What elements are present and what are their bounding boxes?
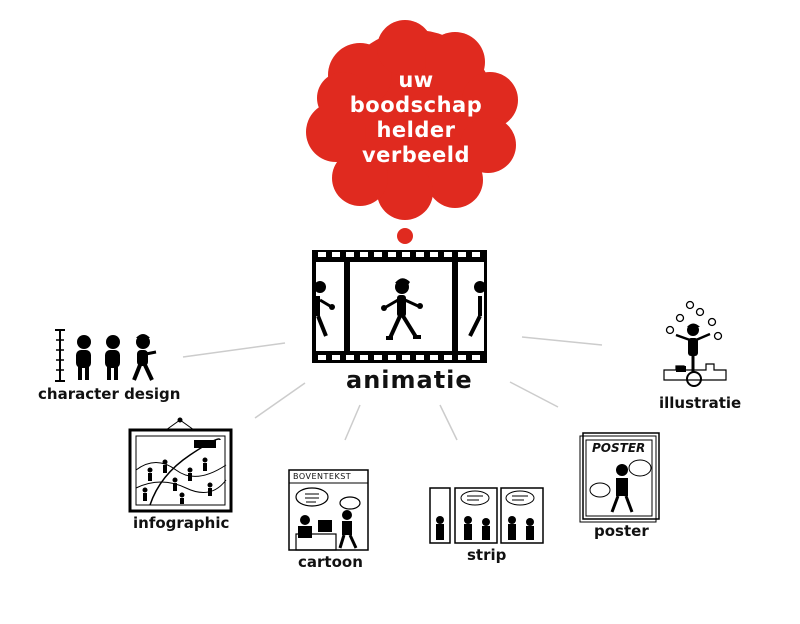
cloud-line-4: verbeeld	[361, 143, 471, 167]
connector-character-design	[182, 342, 286, 358]
cloud-message: uw boodschap helder verbeeld	[330, 68, 502, 168]
node-label-infographic[interactable]: infographic	[133, 514, 230, 532]
connector-infographic	[254, 382, 306, 419]
thought-cloud	[306, 20, 518, 244]
cloud-line-2: boodschap	[349, 93, 483, 117]
strip-icon	[429, 487, 544, 544]
cartoon-icon	[288, 469, 369, 551]
connector-cartoon	[344, 404, 361, 441]
poster-icon	[579, 432, 660, 523]
node-label-cartoon[interactable]: cartoon	[298, 553, 363, 571]
poster-title: POSTER	[592, 441, 646, 455]
cloud-line-3: helder	[376, 118, 456, 142]
node-label-strip[interactable]: strip	[467, 546, 507, 564]
connector-illustratie	[521, 336, 603, 346]
node-label-poster[interactable]: poster	[594, 522, 649, 540]
character-design-icon	[55, 329, 157, 382]
cloud-line-1: uw	[398, 68, 434, 92]
film-strip-icon	[312, 250, 487, 363]
connector-lines	[182, 336, 603, 441]
illustratie-icon	[663, 300, 727, 387]
connector-poster	[509, 381, 559, 408]
connector-strip	[439, 404, 458, 441]
node-label-character-design[interactable]: character design	[38, 385, 181, 403]
node-label-illustratie[interactable]: illustratie	[659, 394, 742, 412]
cartoon-caption: BOVENTEKST	[293, 472, 352, 481]
center-label-animatie[interactable]: animatie	[346, 366, 473, 394]
thought-bubble-small	[397, 228, 413, 244]
infographic-icon	[128, 417, 233, 513]
